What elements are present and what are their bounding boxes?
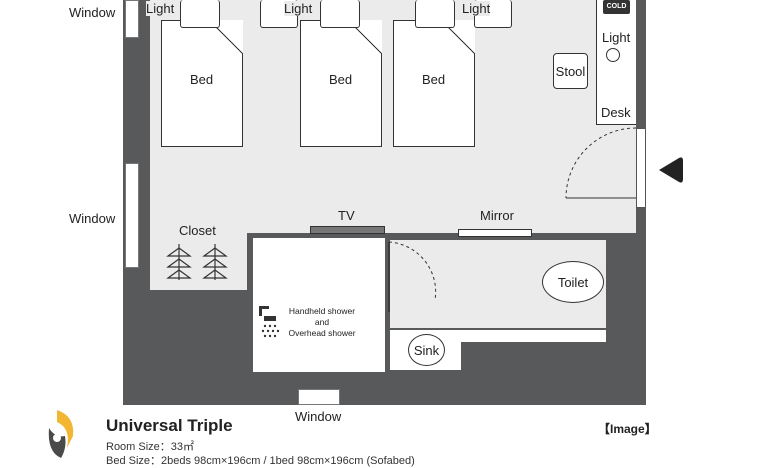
shower-label: Handheld shower and Overhead shower bbox=[283, 306, 361, 339]
toilet-door-swing bbox=[388, 241, 437, 312]
desk bbox=[596, 0, 636, 125]
entrance-floor bbox=[595, 125, 636, 233]
window-left bbox=[125, 163, 139, 268]
pillow-3 bbox=[415, 0, 455, 28]
pillow-1 bbox=[180, 0, 220, 28]
room-size: Room Size：33㎡ bbox=[106, 441, 195, 453]
desk-label: Desk bbox=[601, 105, 631, 120]
mirror-label: Mirror bbox=[480, 208, 514, 223]
toilet-label: Toilet bbox=[557, 274, 589, 290]
entrance-door-swing bbox=[565, 127, 637, 199]
mirror-unit bbox=[458, 229, 532, 237]
sink: Sink bbox=[408, 334, 445, 366]
bed-label-1: Bed bbox=[190, 72, 214, 87]
shower-icon bbox=[259, 306, 280, 338]
toilet: Toilet bbox=[542, 261, 604, 303]
closet-label: Closet bbox=[179, 223, 216, 238]
window-top bbox=[125, 0, 139, 38]
logo-icon bbox=[48, 410, 74, 458]
hot-cold-label: COLD bbox=[606, 3, 627, 10]
stool: Stool bbox=[553, 53, 588, 89]
bed-size: Bed Size：2beds 98cm×196cm / 1bed 98cm×19… bbox=[106, 455, 415, 467]
desk-light-icon bbox=[606, 48, 620, 62]
light-label-4: Light bbox=[602, 30, 631, 45]
bed-label-3: Bed bbox=[422, 72, 446, 87]
closet-floor bbox=[150, 233, 247, 290]
stool-label: Stool bbox=[555, 63, 586, 79]
shower-label-line1: Handheld shower bbox=[288, 306, 356, 316]
image-tag: 【Image】 bbox=[598, 422, 657, 436]
shower-label-line3: Overhead shower bbox=[288, 328, 356, 338]
window-bottom-label: Window bbox=[295, 409, 342, 424]
bed-label-2: Bed bbox=[329, 72, 353, 87]
entrance-door-frame bbox=[636, 128, 646, 208]
light-label-1: Light bbox=[146, 1, 175, 16]
hot-cold-panel: COLD bbox=[603, 0, 630, 14]
window-top-label: Window bbox=[69, 5, 116, 20]
sink-label: Sink bbox=[413, 342, 440, 358]
window-bottom bbox=[298, 389, 340, 405]
pillow-2 bbox=[320, 0, 360, 28]
tv-label: TV bbox=[338, 208, 355, 223]
light-label-2: Light bbox=[284, 1, 313, 16]
entrance-arrow-icon bbox=[659, 157, 683, 183]
light-label-3: Light bbox=[462, 1, 491, 16]
tv-unit bbox=[310, 226, 385, 234]
shower-label-line2: and bbox=[314, 317, 330, 327]
window-mid-label: Window bbox=[69, 211, 116, 226]
coat-hanger-icon bbox=[166, 244, 228, 280]
room-name: Universal Triple bbox=[106, 416, 233, 435]
shower-room bbox=[253, 238, 385, 372]
